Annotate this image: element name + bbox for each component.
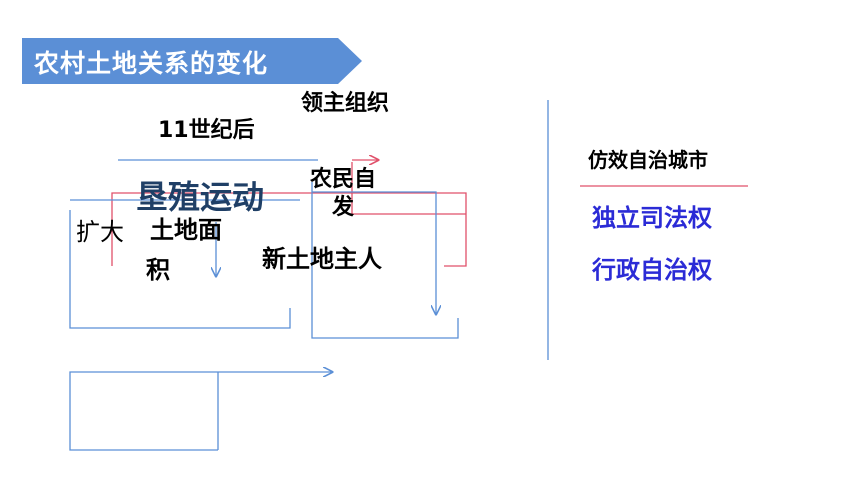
- label-expand-land-area: 土地面: [150, 216, 222, 244]
- right-panel-item-admin: 行政自治权: [592, 256, 712, 284]
- label-lord-organized: 领主组织: [300, 91, 389, 116]
- right-panel-heading: 仿效自治城市: [588, 148, 708, 172]
- label-expand-prefix: 扩大: [76, 218, 124, 246]
- label-expand-land-area-2: 积: [146, 256, 170, 284]
- red-box-left: [111, 192, 467, 267]
- red-box-inner: [351, 162, 466, 215]
- blue-connector-lower: [69, 372, 332, 451]
- title-banner: [22, 38, 362, 84]
- label-farmer-spontaneous: 农民自发: [309, 167, 376, 220]
- blue-box-expand: [69, 210, 291, 329]
- label-after-11th-century: 11世纪后: [158, 118, 255, 143]
- blue-box-newlord: [311, 182, 459, 339]
- label-reclamation-movement: 垦殖运动: [136, 178, 265, 216]
- right-panel-item-judicial: 独立司法权: [592, 204, 712, 232]
- blue-connector-right: [312, 191, 436, 314]
- page-title: 农村土地关系的变化: [34, 49, 269, 78]
- label-new-land-owner: 新土地主人: [262, 245, 382, 273]
